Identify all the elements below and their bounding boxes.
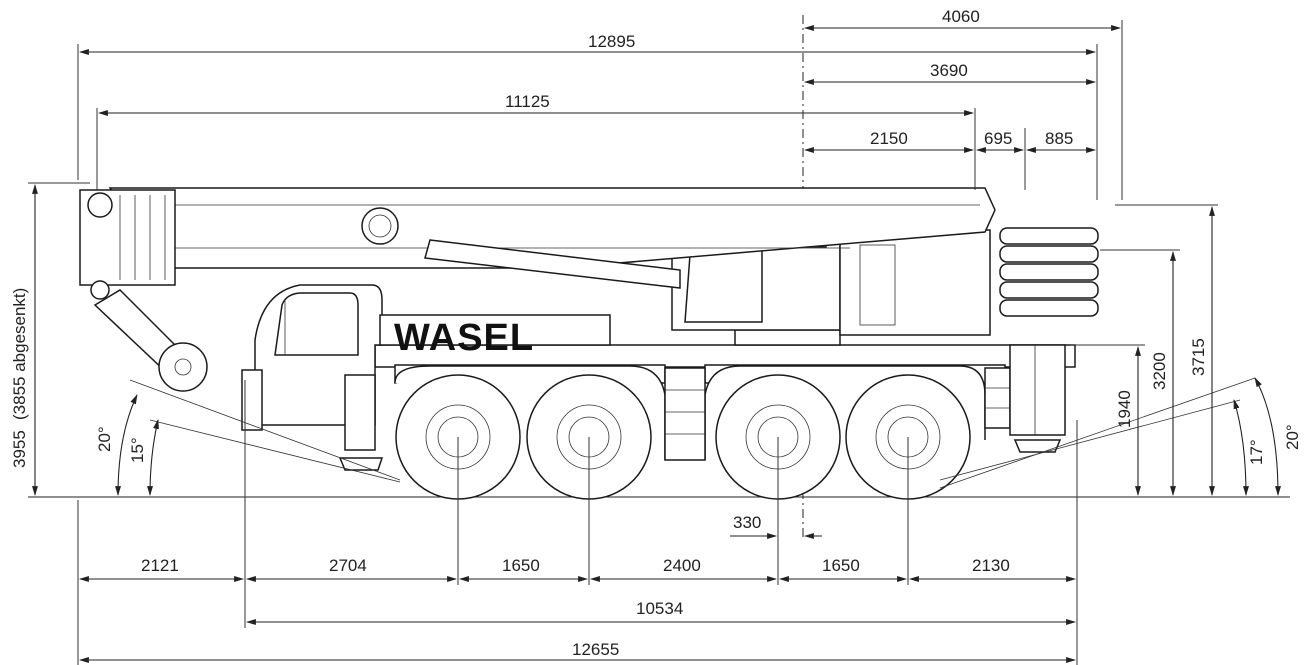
dimension-885: 885 <box>1026 129 1096 153</box>
svg-text:1650: 1650 <box>502 556 540 575</box>
outrigger-rear <box>1009 344 1066 436</box>
svg-text:20°: 20° <box>95 426 114 452</box>
dimension-1650-a: 1650 <box>459 556 588 582</box>
svg-text:2121: 2121 <box>141 556 179 575</box>
dimension-12895: 12895 <box>77 32 1098 200</box>
svg-text:2400: 2400 <box>663 556 701 575</box>
hook-block <box>158 342 208 392</box>
svg-text:12655: 12655 <box>572 640 619 659</box>
svg-text:12895: 12895 <box>588 32 635 51</box>
turntable-base <box>379 314 611 346</box>
dimension-2121: 2121 <box>79 556 244 582</box>
svg-text:(3855 abgesenkt): (3855 abgesenkt) <box>10 288 29 420</box>
angle-front-15: 15° <box>128 419 159 496</box>
dimension-3955: 3955 (3855 abgesenkt) <box>10 182 90 496</box>
crane-illustration: WASEL <box>79 187 1256 500</box>
svg-text:3715: 3715 <box>1189 338 1208 376</box>
svg-text:10534: 10534 <box>636 599 683 618</box>
departure-line-17 <box>939 399 1241 481</box>
svg-text:695: 695 <box>984 129 1012 148</box>
svg-text:3200: 3200 <box>1150 352 1169 390</box>
counterweight-stack <box>999 227 1099 317</box>
svg-text:885: 885 <box>1045 129 1073 148</box>
dimension-3200: 3200 <box>1100 249 1180 496</box>
angle-rear-20: 20° <box>1254 377 1302 496</box>
svg-text:15°: 15° <box>128 437 147 463</box>
svg-text:4060: 4060 <box>942 7 980 26</box>
step-ladder-middle <box>664 367 706 461</box>
dimension-1650-b: 1650 <box>779 556 907 582</box>
luffing-cylinder <box>424 239 681 289</box>
dimension-2704: 2704 <box>246 556 457 582</box>
dimension-1940: 1940 <box>1070 344 1145 496</box>
departure-line-20 <box>939 377 1256 489</box>
svg-text:17°: 17° <box>1247 439 1266 465</box>
superstructure-body <box>839 229 991 336</box>
dimension-12655: 12655 <box>79 640 1076 663</box>
boom-pivot <box>361 207 399 245</box>
dimension-10534: 10534 <box>246 599 1076 625</box>
dimension-2130: 2130 <box>909 556 1076 582</box>
svg-text:2130: 2130 <box>972 556 1010 575</box>
approach-line-15 <box>149 419 401 483</box>
angle-rear-17: 17° <box>1233 399 1266 496</box>
cab-step <box>344 374 376 451</box>
svg-text:330: 330 <box>733 513 761 532</box>
svg-text:3690: 3690 <box>930 61 968 80</box>
dimension-695: 695 <box>976 128 1026 190</box>
front-bumper <box>241 369 263 431</box>
dimension-3690: 3690 <box>804 61 1096 85</box>
dimension-3715: 3715 <box>1115 204 1218 496</box>
dimension-2150: 2150 <box>804 129 974 153</box>
angle-front-20: 20° <box>95 394 138 496</box>
outrigger-pad-rear <box>1013 439 1062 453</box>
svg-text:3955: 3955 <box>10 430 29 468</box>
svg-text:20°: 20° <box>1283 424 1302 450</box>
dimension-330: 330 <box>730 513 822 539</box>
boom-head <box>79 189 176 300</box>
dimension-2400: 2400 <box>590 556 777 582</box>
outrigger-pad-front <box>338 457 384 471</box>
brand-logo: WASEL <box>394 317 534 359</box>
cab-window <box>274 292 359 356</box>
svg-text:1940: 1940 <box>1115 390 1134 428</box>
approach-line-20 <box>129 379 401 481</box>
step-ladder-rear <box>984 367 1011 429</box>
dimension-11125: 11125 <box>96 92 976 190</box>
svg-text:1650: 1650 <box>822 556 860 575</box>
svg-text:11125: 11125 <box>505 92 550 111</box>
svg-text:2704: 2704 <box>329 556 367 575</box>
turntable-ring <box>734 329 841 346</box>
dimension-4060: 4060 <box>804 7 1123 200</box>
svg-text:2150: 2150 <box>870 129 908 148</box>
